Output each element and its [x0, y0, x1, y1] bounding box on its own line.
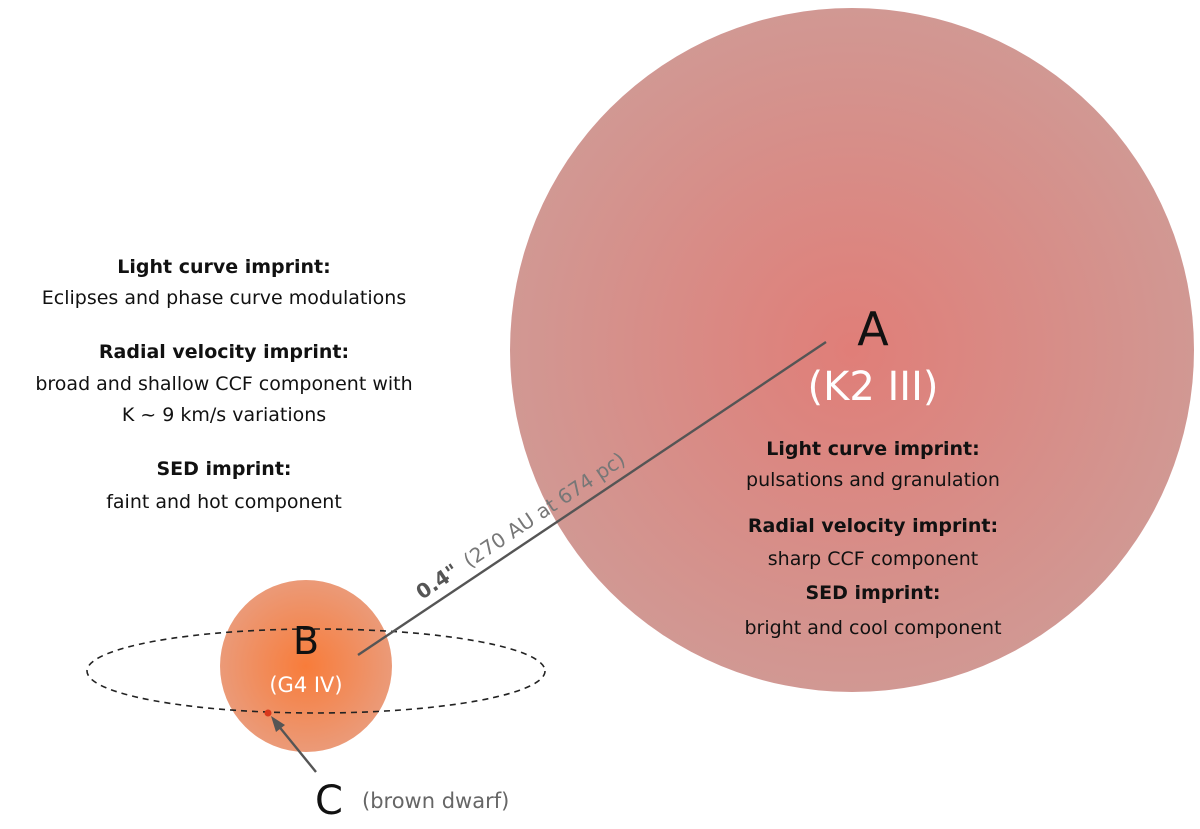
star-a-light-curve-heading: Light curve imprint:	[766, 438, 980, 460]
left-sed-heading: SED imprint:	[156, 458, 291, 480]
left-rv-text-1: broad and shallow CCF component with	[35, 373, 412, 395]
star-a-rv-heading: Radial velocity imprint:	[748, 515, 998, 537]
star-a-type: (K2 III)	[808, 364, 939, 410]
star-c-name: C	[315, 778, 343, 824]
left-light-curve-text: Eclipses and phase curve modulations	[42, 287, 406, 309]
c-arrow-line	[276, 723, 317, 773]
star-a-sed-heading: SED imprint:	[805, 582, 940, 604]
separation-angle: 0.4"	[411, 559, 462, 604]
star-b-disk	[220, 580, 392, 752]
star-c-dot	[264, 709, 272, 717]
left-rv-heading: Radial velocity imprint:	[99, 341, 349, 363]
left-rv-text-2: K ~ 9 km/s variations	[122, 404, 326, 426]
left-sed-text: faint and hot component	[106, 491, 342, 513]
left-light-curve-heading: Light curve imprint:	[117, 256, 331, 278]
separation-line	[357, 341, 827, 656]
star-c-note: (brown dwarf)	[362, 789, 509, 813]
star-a-name: A	[857, 302, 889, 356]
star-a-disk	[510, 8, 1194, 692]
star-a-light-curve-text: pulsations and granulation	[746, 469, 1000, 491]
c-arrow-head	[271, 716, 285, 732]
orbit-ellipse	[86, 628, 546, 714]
star-a-sed-text: bright and cool component	[744, 617, 1001, 639]
star-b-type: (G4 IV)	[269, 673, 342, 697]
star-a-rv-text: sharp CCF component	[768, 548, 978, 570]
star-b-name: B	[293, 619, 319, 663]
